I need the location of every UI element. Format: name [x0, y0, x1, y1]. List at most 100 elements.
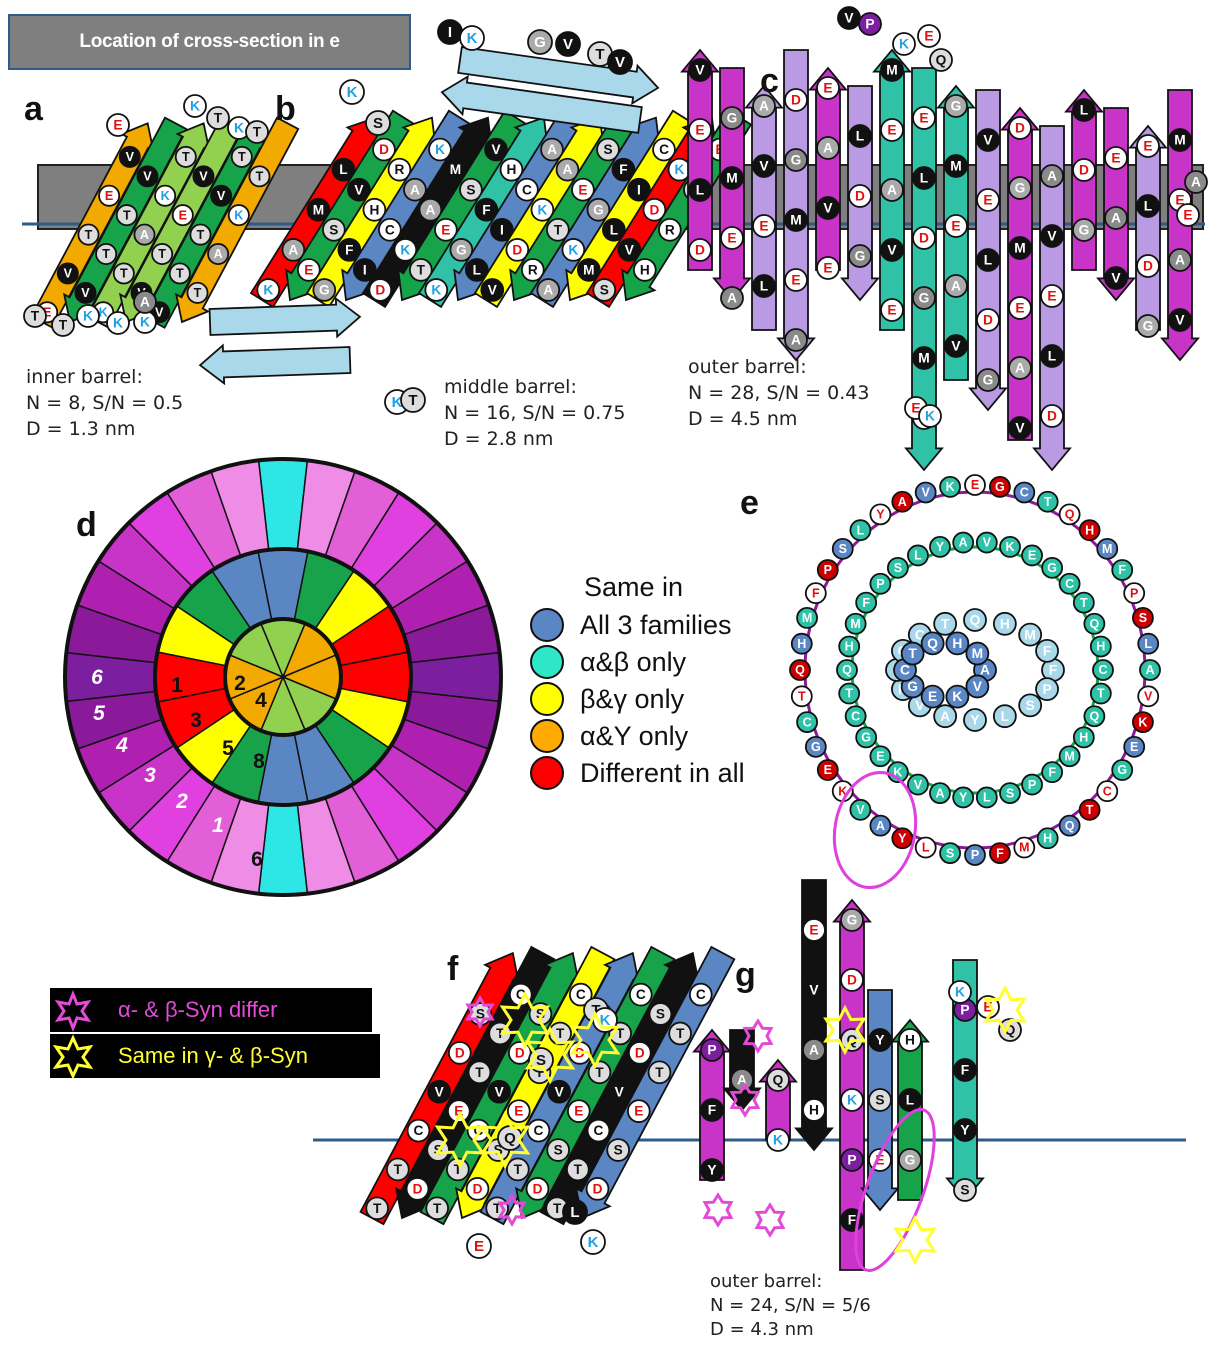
svg-text:L: L — [856, 129, 864, 144]
svg-text:K: K — [99, 306, 108, 320]
svg-text:E: E — [304, 263, 313, 278]
svg-text:E: E — [474, 1238, 484, 1255]
residue-circle: S — [954, 1179, 976, 1201]
panel-label-f: f — [447, 952, 458, 986]
svg-text:D: D — [1015, 121, 1025, 136]
svg-text:L: L — [983, 791, 991, 805]
legend-label: Different in all — [580, 758, 745, 789]
residue-circle: E — [870, 746, 890, 766]
svg-text:L: L — [339, 162, 347, 177]
svg-text:F: F — [862, 596, 870, 610]
svg-text:I: I — [500, 222, 504, 237]
svg-text:F: F — [1118, 563, 1126, 577]
residue-circle: P — [965, 845, 985, 865]
svg-text:D: D — [919, 231, 929, 246]
svg-text:H: H — [1000, 616, 1010, 631]
residue-circle: P — [818, 560, 838, 580]
residue-circle: V — [548, 1081, 570, 1103]
svg-text:A: A — [791, 333, 801, 348]
svg-text:G: G — [593, 202, 604, 217]
residue-circle: E — [881, 299, 903, 321]
svg-text:V: V — [983, 133, 993, 148]
panel-e-rings: AVKEGCTQHMFPSLYAVKEGCTQHMFPSLYAVKEGCTQHM… — [790, 475, 1160, 865]
svg-text:M: M — [850, 617, 860, 631]
residue-circle: M — [881, 59, 903, 81]
svg-text:A: A — [898, 495, 907, 509]
wheel-label: 6 — [91, 666, 103, 689]
svg-text:C: C — [534, 1123, 544, 1138]
svg-text:T: T — [941, 616, 950, 631]
residue-circle: V — [428, 1081, 450, 1103]
residue-circle: F — [1112, 560, 1132, 580]
residue-circle: T — [207, 107, 229, 129]
svg-text:K: K — [161, 189, 170, 203]
residue-circle: C — [408, 1120, 430, 1142]
svg-text:L: L — [920, 171, 928, 186]
svg-text:P: P — [876, 577, 884, 591]
residue-circle: P — [1022, 775, 1042, 795]
svg-text:V: V — [887, 243, 897, 258]
svg-text:V: V — [1047, 229, 1057, 244]
svg-text:S: S — [656, 1007, 665, 1022]
svg-text:Y: Y — [876, 508, 885, 522]
panel-label-a: a — [24, 92, 43, 126]
svg-text:M: M — [1014, 241, 1025, 256]
residue-circle: T — [589, 1061, 611, 1083]
svg-text:T: T — [1097, 687, 1105, 701]
residue-circle: Q — [1060, 816, 1080, 836]
residue-circle: C — [1060, 574, 1080, 594]
residue-circle: F — [990, 843, 1010, 863]
svg-text:C: C — [1098, 663, 1107, 677]
svg-text:E: E — [983, 193, 992, 208]
legend-differ-label: α- & β-Syn differ — [118, 997, 277, 1023]
svg-text:A: A — [547, 142, 557, 157]
svg-text:G: G — [319, 283, 330, 298]
residue-circle: V — [1041, 225, 1063, 247]
svg-text:L: L — [1144, 637, 1152, 651]
svg-text:C: C — [414, 1123, 424, 1138]
residue-circle: I — [438, 20, 462, 44]
svg-text:K: K — [113, 316, 123, 331]
residue-circle: A — [1169, 249, 1191, 271]
svg-text:C: C — [696, 987, 706, 1002]
residue-circle: E — [721, 227, 743, 249]
svg-text:E: E — [727, 231, 736, 246]
residue-circle: D — [369, 279, 391, 301]
svg-text:D: D — [649, 202, 659, 217]
svg-text:E: E — [441, 222, 450, 237]
residue-circle: M — [966, 643, 988, 665]
svg-text:F: F — [812, 586, 820, 600]
residue-circle: T — [170, 263, 190, 283]
svg-text:A: A — [809, 1043, 819, 1058]
wheel-label: 3 — [144, 764, 156, 787]
legend-item-all: All 3 families — [530, 608, 732, 642]
residue-circle: P — [1036, 678, 1058, 700]
residue-circle: K — [107, 312, 129, 334]
svg-text:C: C — [385, 222, 395, 237]
svg-text:L: L — [1048, 349, 1056, 364]
svg-text:D: D — [593, 1181, 603, 1196]
residue-circle: K — [1133, 712, 1153, 732]
residue-circle: Q — [964, 609, 986, 631]
svg-text:S: S — [603, 142, 612, 157]
svg-text:R: R — [665, 222, 675, 237]
svg-text:V: V — [495, 1084, 504, 1099]
svg-text:L: L — [914, 549, 922, 563]
residue-circle: D — [849, 185, 871, 207]
svg-text:M: M — [1174, 133, 1185, 148]
residue-circle: L — [916, 838, 936, 858]
residue-circle: M — [797, 608, 817, 628]
residue-circle: H — [839, 636, 859, 656]
outer-barrel-caption-g: outer barrel: N = 24, S/N = 5/6 D = 4.3 … — [710, 1270, 871, 1342]
residue-circle: D — [449, 1042, 471, 1064]
svg-text:F: F — [619, 162, 627, 177]
svg-text:V: V — [844, 11, 854, 26]
svg-text:K: K — [568, 242, 578, 257]
svg-text:C: C — [659, 142, 669, 157]
yellow-star-icon — [50, 1034, 96, 1078]
svg-text:F: F — [708, 1103, 716, 1118]
residue-circle: M — [846, 614, 866, 634]
residue-circle: F — [856, 593, 876, 613]
svg-text:C: C — [803, 715, 812, 729]
residue-circle: Q — [837, 660, 857, 680]
